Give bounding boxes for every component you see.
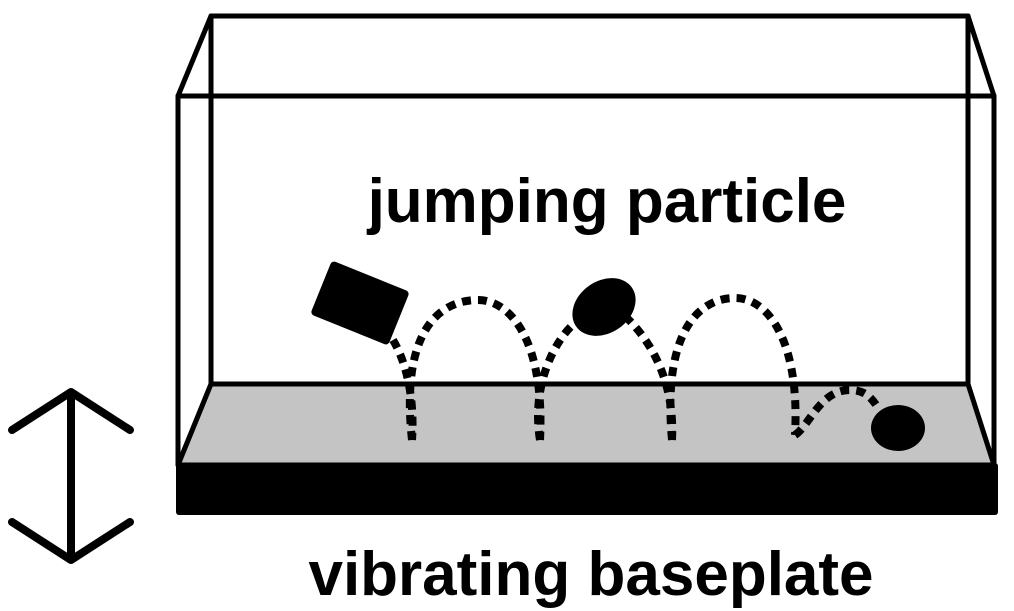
particle-label: jumping particle xyxy=(367,167,847,236)
particle-rectangle xyxy=(311,261,409,345)
baseplate-label: vibrating baseplate xyxy=(308,540,873,609)
particle-resting xyxy=(871,405,925,451)
container-box xyxy=(175,13,997,468)
particle-trajectory xyxy=(389,293,882,441)
double-headed-vertical-arrow-icon xyxy=(8,388,134,564)
particle-ellipse xyxy=(572,278,636,336)
baseplate xyxy=(176,463,998,515)
